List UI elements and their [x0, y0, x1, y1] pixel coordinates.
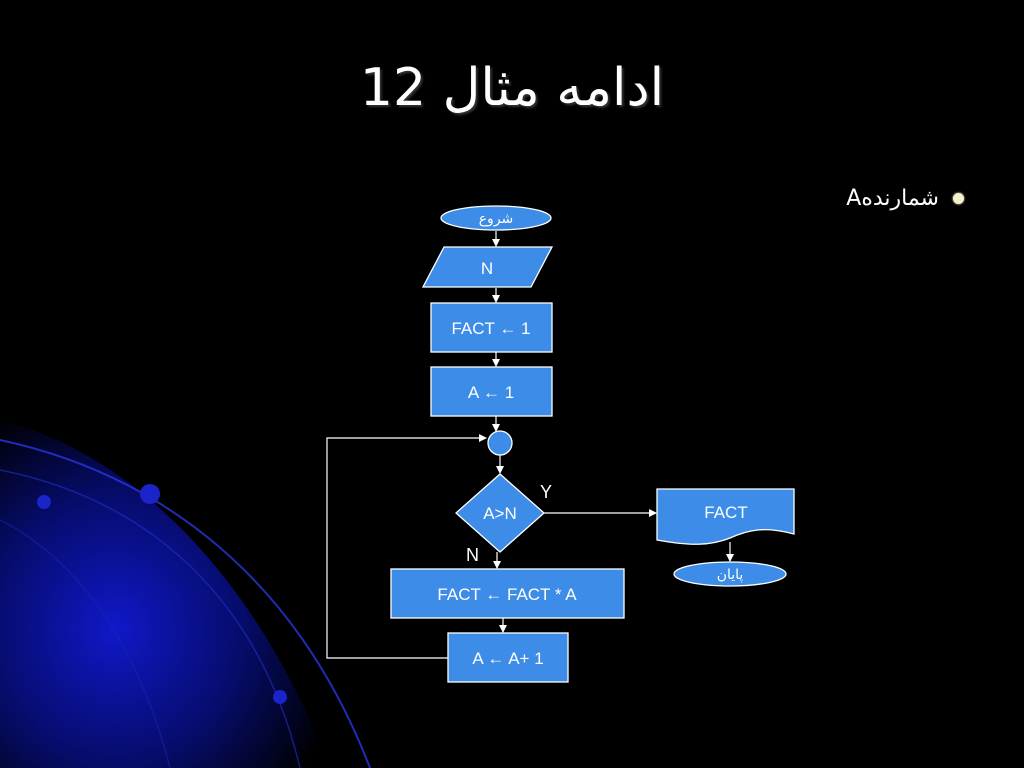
no-branch-label: N — [466, 545, 479, 565]
end-label: پایان — [717, 567, 744, 583]
loop-junction — [487, 430, 513, 456]
bullet-dot-icon — [953, 193, 964, 204]
orbit-arc — [0, 519, 171, 768]
orbit-dot — [37, 495, 51, 509]
bullet-item: شمارندهA — [846, 186, 964, 211]
increment-label: A ← A+ 1 — [472, 649, 543, 668]
input-parallelogram — [421, 246, 554, 288]
corner-glow — [0, 420, 330, 768]
bullet-text: شمارندهA — [846, 186, 939, 211]
loop-back-connector — [326, 434, 487, 659]
orbit-dot — [140, 484, 160, 504]
input-label: N — [481, 259, 493, 278]
output-document — [656, 488, 795, 545]
start-terminal — [440, 205, 552, 231]
multiply-label: FACT ← FACT * A — [437, 585, 577, 604]
decision-diamond — [455, 473, 545, 553]
decision-label: A>N — [483, 504, 517, 523]
init-a-label: A ← 1 — [468, 383, 514, 402]
init-fact-label: FACT ← 1 — [451, 319, 530, 338]
init-fact-box — [430, 302, 553, 353]
output-label: FACT — [704, 503, 747, 522]
init-a-box — [430, 366, 553, 417]
start-label: شروع — [479, 211, 514, 227]
end-terminal — [673, 561, 787, 587]
slide-title: ادامه مثال 12 — [359, 58, 665, 118]
multiply-box — [390, 568, 625, 619]
yes-branch-label: Y — [540, 482, 552, 502]
orbit-dot — [273, 690, 287, 704]
orbit-arc — [0, 439, 371, 768]
increment-box — [447, 632, 569, 683]
